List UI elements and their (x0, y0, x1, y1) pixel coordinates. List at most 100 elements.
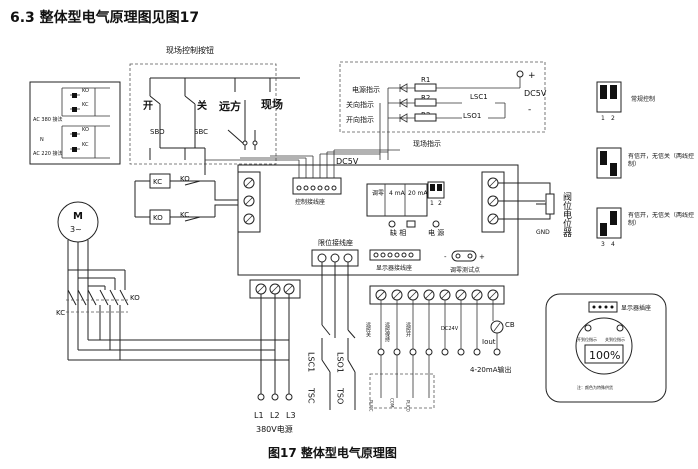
remote-close-label: 远控关 (365, 321, 371, 338)
gnd-label: GND (536, 229, 550, 236)
remote-label: 远方 (219, 99, 241, 113)
ac380-label: AC 380 接法 (33, 116, 63, 123)
zero-test-point: - + 调零测试点 (444, 250, 485, 274)
dip-legend-3: 3 4 有信开，无信关（两线控制） (596, 207, 695, 248)
ma20-label: 20 mA (408, 190, 428, 197)
motor-switches: KC KO (56, 269, 140, 360)
kc-coil-label: KC (153, 178, 162, 186)
board-dip-2: 2 (438, 200, 442, 207)
power-terminals: L1 L2 L3 380V电源 (68, 294, 296, 434)
open-button-label: 开 (143, 100, 153, 112)
remote-open-label: 远控开 (405, 321, 411, 338)
power-title: 380V电源 (256, 424, 293, 434)
dip2-text: 有信开，无信关（两线控制） (628, 153, 695, 168)
display-note: 注：颜色为特殊供货 (577, 384, 613, 390)
indicator-row-close: 关向指示 (346, 100, 374, 109)
dip3-text: 有信开，无信关（两线控制） (628, 212, 695, 227)
potentiometer-label: 阀位电位器 (561, 192, 572, 237)
board-dip-switch: 1 2 电 源 (427, 181, 445, 237)
board-right-terminal (481, 171, 505, 233)
valve-potentiometer: GND 阀位电位器 (498, 182, 572, 237)
indicator-title: 现场指示 (413, 139, 441, 148)
l3-label: L3 (286, 411, 296, 420)
cb-label: CB (505, 321, 515, 329)
open-pos-label: 开到位指示 (577, 336, 597, 342)
percent-readout: 100% (589, 349, 620, 362)
plus-label: + (528, 71, 536, 81)
motor-phase-label: 3~ (70, 225, 82, 234)
supply-wiring-box: AC 380 接法 AC 220 接法 N KO KC KO KC (29, 81, 121, 165)
limit-switches: LSC1 LSO1 TSC TSO (307, 262, 356, 410)
board-dc5v-label: DC5V (336, 157, 359, 166)
iout-label: Iout (482, 338, 496, 346)
dip3-num3: 3 (601, 241, 605, 248)
dip1-num1: 1 (601, 115, 605, 122)
control-terminal: 控制接线座 (205, 149, 400, 206)
display-terminal: 显示器接线座 (369, 249, 421, 272)
local-label: 现场 (261, 97, 283, 111)
minus-label: - (528, 105, 531, 115)
board-left-terminal (237, 171, 261, 233)
sbo-label: SBO (150, 128, 165, 136)
l1-label: L1 (254, 411, 264, 420)
dc5v-supply-label: DC5V (524, 89, 547, 98)
output-wiring: PLICC COM PLICO (369, 300, 504, 412)
lsc1-indicator-label: LSC1 (470, 93, 488, 101)
board-dip-1: 1 (430, 200, 434, 207)
close-button-label: 关 (197, 99, 207, 112)
plico-label: PLICO (406, 400, 411, 412)
ko-interlock-label: KO (180, 175, 190, 183)
l2-label: L2 (270, 411, 280, 420)
ko-label-top: KO (82, 88, 89, 94)
lso1-indicator-label: LSO1 (463, 112, 481, 120)
tsc-label: TSC (307, 387, 316, 404)
indicator-row-open: 开向指示 (346, 115, 374, 124)
zero-test-minus: - (444, 253, 447, 261)
display-terminal-label: 显示器接线座 (376, 264, 412, 272)
indicator-row-power: 电源指示 (352, 85, 380, 94)
lso1-switch-label: LSO1 (336, 352, 345, 373)
dip1-text: 常规控制 (631, 95, 655, 103)
local-button-title: 现场控制按钮 (166, 45, 214, 55)
missing-phase-label: 缺 相 (390, 228, 406, 237)
ko-switch-label: KO (130, 294, 140, 302)
page-heading: 6.3 整体型电气原理图见图17 (10, 9, 199, 26)
adjust-pots: 调零 4 mA 20 mA 缺 相 (366, 183, 428, 237)
zero-test-label: 调零测试点 (450, 266, 480, 274)
sbc-label: SBC (194, 128, 208, 136)
ac220-label: AC 220 接法 (33, 150, 63, 157)
main-board: DC5V 控制接线座 调零 4 mA 20 mA 缺 相 (205, 149, 519, 276)
limit-terminal: 限位接线座 (311, 238, 359, 267)
motor: M 3~ (57, 201, 99, 360)
power-input-terminal (249, 279, 301, 299)
ko-coil-label: KO (153, 214, 163, 222)
zero-test-plus: + (479, 253, 485, 261)
control-terminal-label: 控制接线座 (295, 198, 325, 206)
r1-label: R1 (421, 76, 430, 84)
ko-label-bottom: KO (82, 127, 89, 133)
dip1-num2: 2 (611, 115, 615, 122)
output-terminal-row (369, 285, 505, 305)
output-label: 4-20mA输出 (470, 365, 512, 374)
n-label: N (40, 137, 44, 143)
r2-label: R2 (421, 94, 430, 102)
tso-label: TSO (336, 387, 345, 404)
adjust-zero-label: 调零 (372, 189, 384, 197)
close-pos-label: 关到位指示 (605, 336, 625, 342)
lsc1-switch-label: LSC1 (307, 352, 316, 372)
limit-terminal-label: 限位接线座 (318, 238, 353, 247)
dip3-num4: 4 (611, 241, 615, 248)
local-button-box: 现场控制按钮 开 关 SBO SBC 远方 现场 (129, 45, 300, 175)
contactor-coils: KC KO KO KC (134, 173, 240, 225)
ma4-label: 4 mA (389, 190, 406, 197)
motor-m-label: M (73, 211, 83, 222)
kc-interlock-label: KC (180, 211, 189, 219)
figure-caption: 图17 整体型电气原理图 (268, 445, 397, 460)
plicc-label: PLICC (369, 400, 374, 412)
dip-legend-1: 1 2 常规控制 (596, 81, 655, 122)
remote-hold-label: 远控保持 (384, 321, 390, 343)
board-power-label: 电 源 (428, 228, 444, 237)
indicator-box: 现场指示 电源指示 关向指示 开向指示 R1 R2 R3 LSC1 LSO1 D… (339, 61, 547, 160)
display-panel: 显示器插座 开到位指示 关到位指示 100% 注：颜色为特殊供货 (545, 293, 667, 403)
